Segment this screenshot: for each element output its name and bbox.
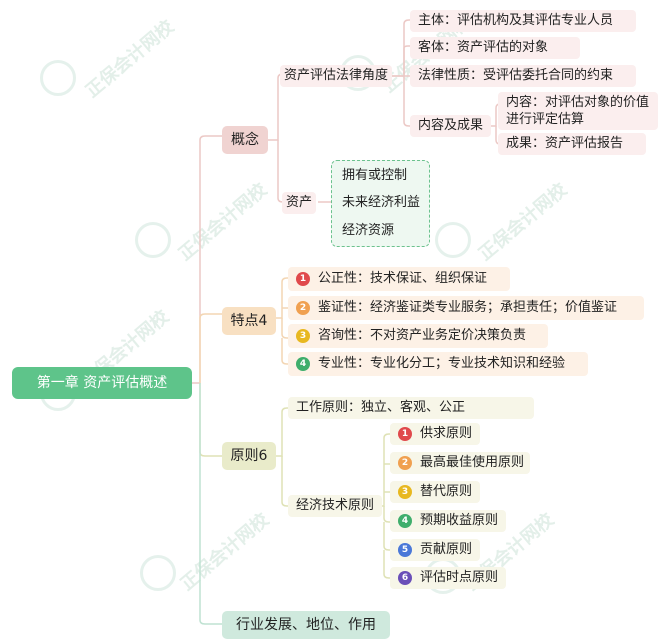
- watermark-logo: [135, 222, 171, 258]
- node-result[interactable]: 成果：资产评估报告: [498, 133, 646, 155]
- branch-concept[interactable]: 概念: [222, 126, 268, 154]
- number-badge: 4: [398, 514, 412, 528]
- principle-item[interactable]: 6 评估时点原则: [390, 567, 506, 589]
- node-asset-benefit[interactable]: 未来经济利益: [342, 195, 421, 210]
- principle-text: 替代原则: [420, 484, 473, 499]
- watermark-logo: [435, 222, 471, 258]
- feature-text: 咨询性：不对资产业务定价决策负责: [318, 328, 527, 343]
- feature-text: 鉴证性：经济鉴证类专业服务；承担责任；价值鉴证: [318, 300, 618, 315]
- principle-item[interactable]: 2 最高最佳使用原则: [390, 452, 530, 474]
- number-badge: 1: [296, 272, 310, 286]
- principle-text: 评估时点原则: [420, 570, 499, 585]
- node-tech-principle[interactable]: 经济技术原则: [288, 495, 383, 517]
- number-badge: 2: [296, 301, 310, 315]
- watermark-logo: [140, 555, 176, 591]
- principle-text: 最高最佳使用原则: [420, 455, 525, 470]
- number-badge: 3: [296, 329, 310, 343]
- node-legal-perspective[interactable]: 资产评估法律角度: [280, 65, 393, 87]
- feature-item[interactable]: 3 咨询性：不对资产业务定价决策负责: [288, 324, 548, 348]
- number-badge: 4: [296, 357, 310, 371]
- feature-item[interactable]: 1 公正性：技术保证、组织保证: [288, 267, 510, 291]
- number-badge: 2: [398, 456, 412, 470]
- principle-item[interactable]: 3 替代原则: [390, 481, 480, 503]
- node-asset-control[interactable]: 拥有或控制: [342, 168, 408, 183]
- node-content-result[interactable]: 内容及成果: [410, 115, 492, 137]
- node-object[interactable]: 客体：资产评估的对象: [410, 37, 580, 59]
- branch-features[interactable]: 特点4: [222, 307, 276, 335]
- root-node[interactable]: 第一章 资产评估概述: [12, 367, 192, 399]
- node-subject[interactable]: 主体：评估机构及其评估专业人员: [410, 10, 636, 32]
- node-content-line2: 进行评定估算: [506, 112, 585, 127]
- number-badge: 6: [398, 571, 412, 585]
- node-work-principle[interactable]: 工作原则：独立、客观、公正: [288, 397, 534, 419]
- branch-principles[interactable]: 原则6: [222, 442, 276, 470]
- principle-item[interactable]: 1 供求原则: [390, 423, 480, 445]
- feature-text: 公正性：技术保证、组织保证: [318, 271, 488, 286]
- number-badge: 3: [398, 485, 412, 499]
- node-asset[interactable]: 资产: [282, 192, 317, 214]
- principle-text: 贡献原则: [420, 542, 473, 557]
- branch-industry[interactable]: 行业发展、地位、作用: [222, 611, 390, 639]
- principle-item[interactable]: 5 贡献原则: [390, 539, 480, 561]
- principle-text: 供求原则: [420, 426, 473, 441]
- principle-text: 预期收益原则: [420, 513, 499, 528]
- feature-text: 专业性：专业化分工；专业技术知识和经验: [318, 356, 566, 371]
- watermark-logo: [40, 60, 76, 96]
- asset-group-box: [331, 160, 430, 247]
- principle-item[interactable]: 4 预期收益原则: [390, 510, 506, 532]
- number-badge: 5: [398, 543, 412, 557]
- node-legal-nature[interactable]: 法律性质：受评估委托合同的约束: [410, 65, 636, 87]
- number-badge: 1: [398, 427, 412, 441]
- feature-item[interactable]: 4 专业性：专业化分工；专业技术知识和经验: [288, 352, 588, 376]
- node-content[interactable]: 内容：对评估对象的价值 进行评定估算: [498, 92, 658, 130]
- node-asset-resource[interactable]: 经济资源: [342, 223, 395, 238]
- feature-item[interactable]: 2 鉴证性：经济鉴证类专业服务；承担责任；价值鉴证: [288, 296, 644, 320]
- node-content-line1: 内容：对评估对象的价值: [506, 95, 650, 110]
